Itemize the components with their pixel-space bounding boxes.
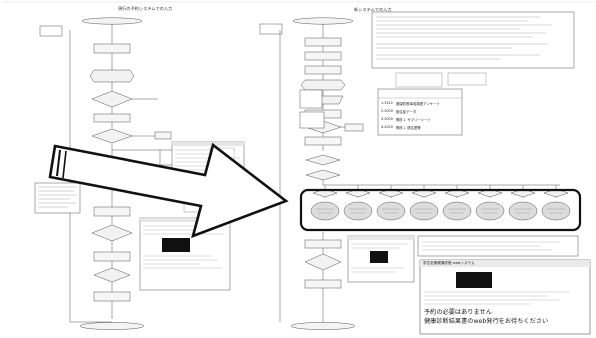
- table-cell-id: 1.3312: [381, 101, 393, 105]
- right-top-notes: [371, 11, 575, 88]
- table-cell-name: 健康診断事前調査アンケート: [396, 102, 440, 106]
- redaction-block: [162, 238, 190, 252]
- table-cell-id: 2.2000: [381, 109, 393, 113]
- branch-row: [312, 185, 569, 198]
- completion-message-line1: 予約の必要はありません: [424, 309, 492, 316]
- table-cell-name: 既往症データ: [396, 110, 417, 114]
- screen-header: 学生定期健康診断 webシステム: [423, 261, 475, 265]
- left-panel-title: 現行の予約システムでの入力: [118, 6, 173, 11]
- right-panel-title: 新システムでの入力: [354, 7, 392, 12]
- transition-arrow: [48, 142, 289, 239]
- left-note-box: [34, 182, 81, 214]
- table-cell-name: 問診１ 既往歴等: [396, 126, 421, 130]
- table-cell-name: 問診１ サマリーシート: [396, 118, 431, 122]
- redaction-block-main: [456, 272, 492, 288]
- completion-message-line2: 健康診断結果書のweb発行をお待ちください: [424, 318, 549, 325]
- right-flowchart: [259, 17, 560, 330]
- result-table-frame: [377, 88, 463, 136]
- highlight-frame: [299, 188, 582, 232]
- table-cell-id: 3.2000: [381, 117, 393, 121]
- right-screen-mockups: [347, 235, 591, 335]
- table-cell-id: 4.2020: [381, 125, 393, 129]
- process-bubbles: [310, 201, 571, 221]
